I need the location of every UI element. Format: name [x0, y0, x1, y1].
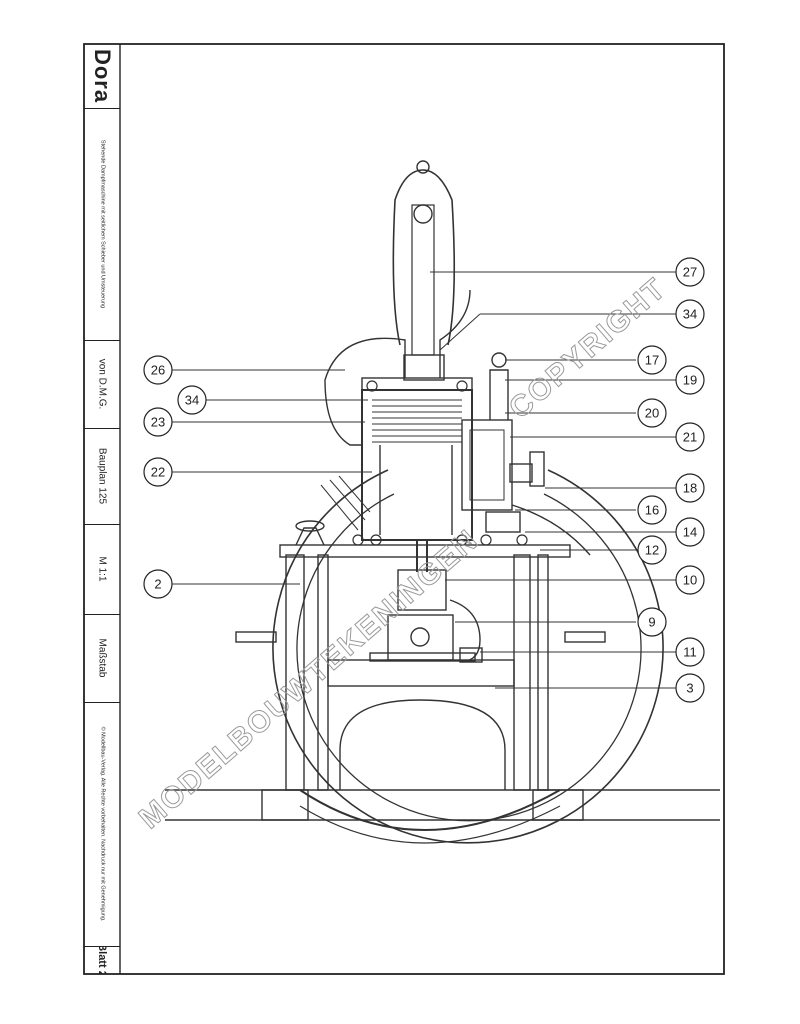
- callout-20: 20: [637, 398, 667, 428]
- callout-27: 27: [675, 257, 705, 287]
- base-frame: [327, 659, 515, 687]
- svg-text:19: 19: [683, 373, 697, 388]
- svg-text:11: 11: [683, 645, 697, 660]
- callout-26: 26: [143, 355, 173, 385]
- callout-21: 21: [675, 422, 705, 452]
- svg-text:3: 3: [686, 681, 693, 696]
- callout-10: 10: [675, 565, 705, 595]
- scale-label-cell: Maßstab: [84, 614, 120, 703]
- bolt-group: [352, 380, 528, 546]
- eccentric-strap: [459, 647, 483, 663]
- crank-housing: [387, 614, 454, 661]
- reverse-lever-block: [485, 511, 521, 533]
- flywheel-hatch: [320, 475, 371, 531]
- foundation-left: [261, 789, 309, 821]
- callout-22: 22: [143, 457, 173, 487]
- svg-text:27: 27: [683, 265, 697, 280]
- valve-rod-guide: [489, 369, 509, 420]
- callout-14: 14: [675, 517, 705, 547]
- leader-34a-diag: [439, 313, 481, 351]
- column-right-outer: [513, 554, 531, 791]
- callout-balloons: 27 34 17 19 20 21 18 16 14 12 10 9 11 3 …: [143, 257, 705, 703]
- svg-text:12: 12: [645, 543, 659, 558]
- safety-valve-base: [403, 354, 445, 381]
- title-block: Dora Stehende Dampfmaschine mit seitlich…: [84, 44, 120, 974]
- callout-18: 18: [675, 473, 705, 503]
- callout-12: 12: [637, 535, 667, 565]
- outer-border: [83, 43, 725, 975]
- oil-cup-top: [295, 520, 325, 532]
- svg-text:21: 21: [683, 430, 697, 445]
- scale-cell: M 1:1: [84, 524, 120, 615]
- foundation-right: [532, 789, 584, 821]
- table-plate: [279, 544, 571, 558]
- copyright-cell: © Modellbau-Verlag. Alle Rechte vorbehal…: [84, 702, 120, 947]
- plan-number-cell: Bauplan 125: [84, 428, 120, 525]
- base-arch: [339, 699, 506, 790]
- svg-text:9: 9: [648, 615, 655, 630]
- svg-text:18: 18: [683, 481, 697, 496]
- svg-text:17: 17: [645, 353, 659, 368]
- svg-text:23: 23: [151, 415, 165, 430]
- crosshead: [397, 569, 447, 611]
- title-cell: Dora: [84, 44, 120, 109]
- crank-bed: [369, 652, 476, 662]
- svg-text:2: 2: [154, 577, 161, 592]
- callout-23: 23: [143, 407, 173, 437]
- callout-2: 2: [143, 569, 173, 599]
- callout-9: 9: [637, 607, 667, 637]
- valve-chest-inner: [469, 429, 505, 501]
- callout-34-right: 34: [675, 299, 705, 329]
- column-right-inner: [537, 554, 549, 791]
- safety-valve-eye: [413, 204, 433, 224]
- valve-handwheel: [509, 463, 533, 483]
- flywheel-spoke-right: [564, 631, 606, 643]
- callout-34-left: 34: [177, 385, 207, 415]
- svg-text:34: 34: [185, 393, 199, 408]
- flywheel-bottom-rim-inner: [299, 805, 561, 844]
- valve-rod-head: [491, 352, 507, 368]
- watermark-line-1: MODELBOUWTEKENINGEN: [133, 523, 485, 835]
- callout-11: 11: [675, 637, 705, 667]
- column-left-outer: [285, 554, 305, 791]
- dome-left-profile: [324, 337, 406, 446]
- crank-pin: [410, 627, 430, 647]
- eccentric-rod: [449, 599, 481, 663]
- valve-chest: [461, 419, 513, 511]
- description-cell: Stehende Dampfmaschine mit seitlichem Sc…: [84, 108, 120, 341]
- callout-19: 19: [675, 365, 705, 395]
- valve-handwheel-rim: [529, 451, 545, 487]
- callout-16: 16: [637, 495, 667, 525]
- safety-valve-outer: [392, 169, 456, 346]
- feed-pipe: [511, 504, 591, 556]
- svg-text:34: 34: [683, 307, 697, 322]
- flywheel-inner-arc: [296, 493, 642, 822]
- cylinder-cover: [361, 377, 473, 391]
- safety-valve-rod: [411, 204, 435, 356]
- dome-right-profile: [439, 289, 471, 378]
- svg-text:14: 14: [683, 525, 697, 540]
- callout-3: 3: [675, 673, 705, 703]
- flywheel-spoke-left: [235, 631, 277, 643]
- svg-text:16: 16: [645, 503, 659, 518]
- flywheel-outer-arc: [272, 469, 664, 844]
- svg-text:22: 22: [151, 465, 165, 480]
- cylinder-fins: [372, 399, 462, 443]
- engine-geometry: [165, 160, 720, 844]
- callout-17: 17: [637, 345, 667, 375]
- author-cell: von D.M.G.: [84, 340, 120, 429]
- oil-cup-base: [295, 527, 325, 546]
- svg-text:26: 26: [151, 363, 165, 378]
- safety-valve-top-nut: [416, 160, 430, 174]
- svg-text:20: 20: [645, 406, 659, 421]
- flywheel-bottom-rim: [299, 789, 561, 831]
- svg-text:10: 10: [683, 573, 697, 588]
- leader-lines: [172, 271, 676, 689]
